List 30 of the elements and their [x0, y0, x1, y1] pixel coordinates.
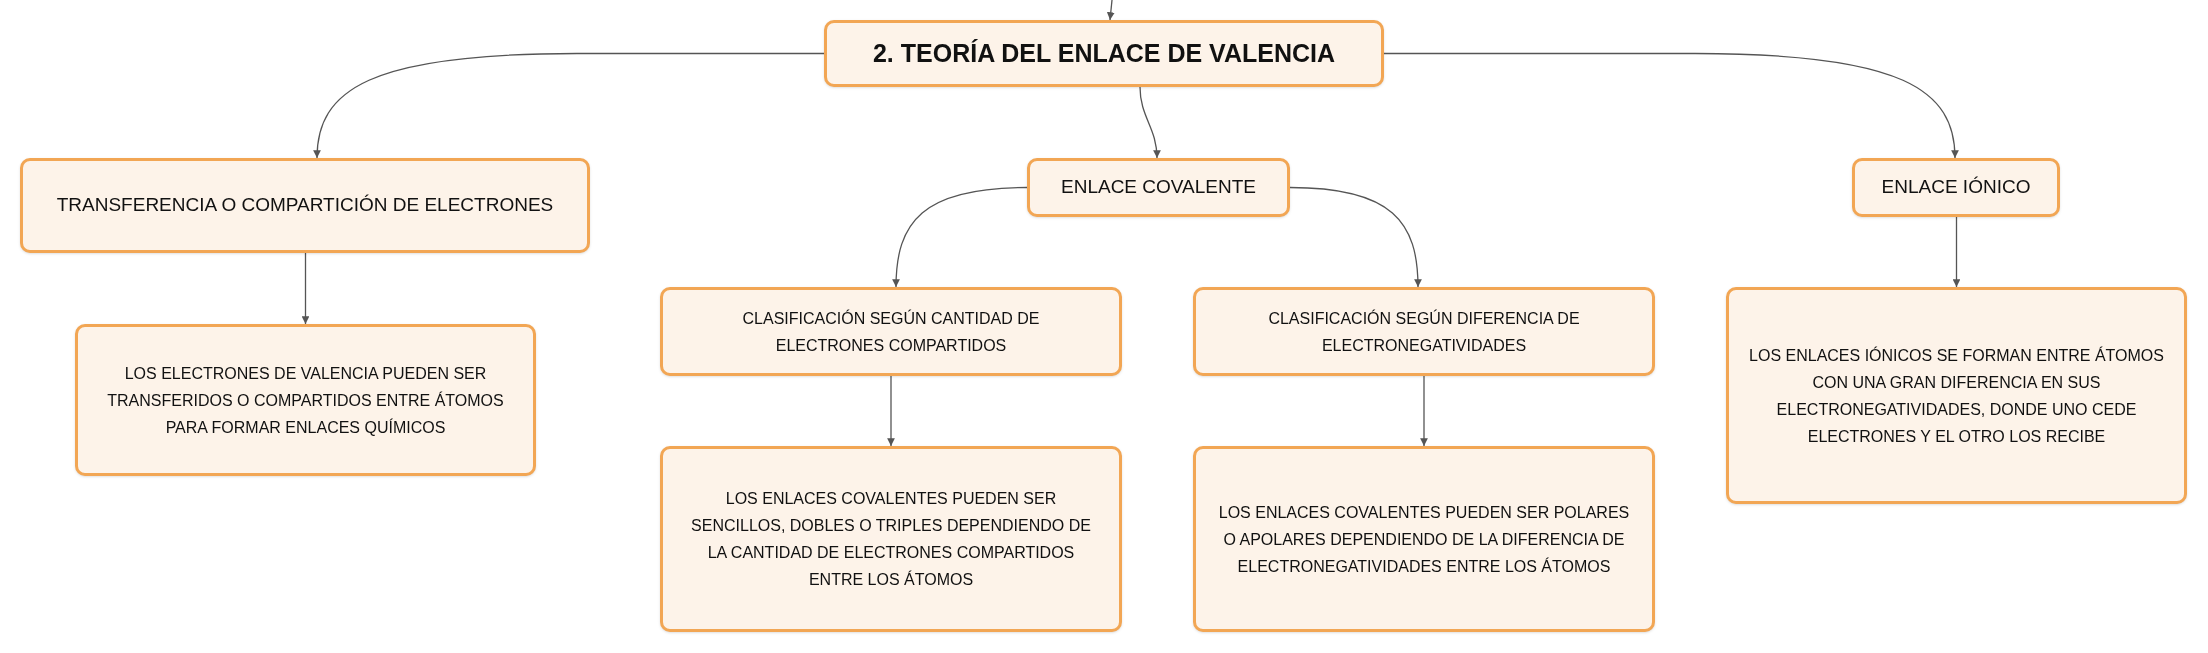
node-text: ENLACE COVALENTE: [1061, 175, 1256, 200]
node-text: ENLACE IÓNICO: [1881, 175, 2031, 200]
node-text: CLASIFICACIÓN SEGÚN DIFERENCIA DE ELECTRONEGATIVIDADES: [1267, 308, 1581, 356]
node-text: LOS ENLACES COVALENTES PUEDEN SER POLARES O APOLARES DEPENDIENDO DE LA DIFERENCIA DE ELECTRONEGATIVIDADES ENTRE LOS ÁTOMOS: [1217, 502, 1631, 577]
connector: [1420, 375, 1428, 447]
connector: [1289, 186, 1422, 288]
connector: [1106, 0, 1115, 21]
node-text: CLASIFICACIÓN SEGÚN CANTIDAD DE ELECTRONES COMPARTIDOS: [741, 308, 1041, 356]
node-text: TRANSFERENCIA O COMPARTICIÓN DE ELECTRONES: [56, 193, 554, 218]
node-text: LOS ELECTRONES DE VALENCIA PUEDEN SER TRANSFERIDOS O COMPARTIDOS ENTRE ÁTOMOS PARA FORMAR ENLACES QUÍMICOS: [106, 363, 505, 438]
concept-box: [824, 20, 1384, 87]
connector: [887, 375, 895, 447]
connector: [1139, 86, 1161, 159]
connector: [313, 52, 825, 159]
connector: [1952, 216, 1961, 288]
connector: [1383, 52, 1959, 159]
connector: [301, 252, 310, 325]
node-text: 2. TEORÍA DEL ENLACE DE VALENCIA: [872, 37, 1336, 69]
concept-box: [1027, 158, 1290, 217]
connector: [892, 186, 1028, 288]
concept-box: [660, 287, 1122, 376]
concept-box: [1852, 158, 2060, 217]
concept-box: [75, 324, 536, 476]
concept-box: [1193, 287, 1655, 376]
concept-box: [660, 446, 1122, 632]
concept-box: [1193, 446, 1655, 632]
node-text: LOS ENLACES IÓNICOS SE FORMAN ENTRE ÁTOMOS CON UNA GRAN DIFERENCIA EN SUS ELECTRONEGATIVIDADES, DONDE UNO CEDE ELECTRONES Y EL OTRO LOS RECIBE: [1749, 345, 2164, 447]
concept-box: [1726, 287, 2187, 504]
concept-box: [20, 158, 590, 253]
node-text: LOS ENLACES COVALENTES PUEDEN SER SENCILLOS, DOBLES O TRIPLES DEPENDIENDO DE LA CANTIDAD DE ELECTRONES COMPARTIDOS ENTRE LOS ÁTOMOS: [690, 489, 1092, 590]
